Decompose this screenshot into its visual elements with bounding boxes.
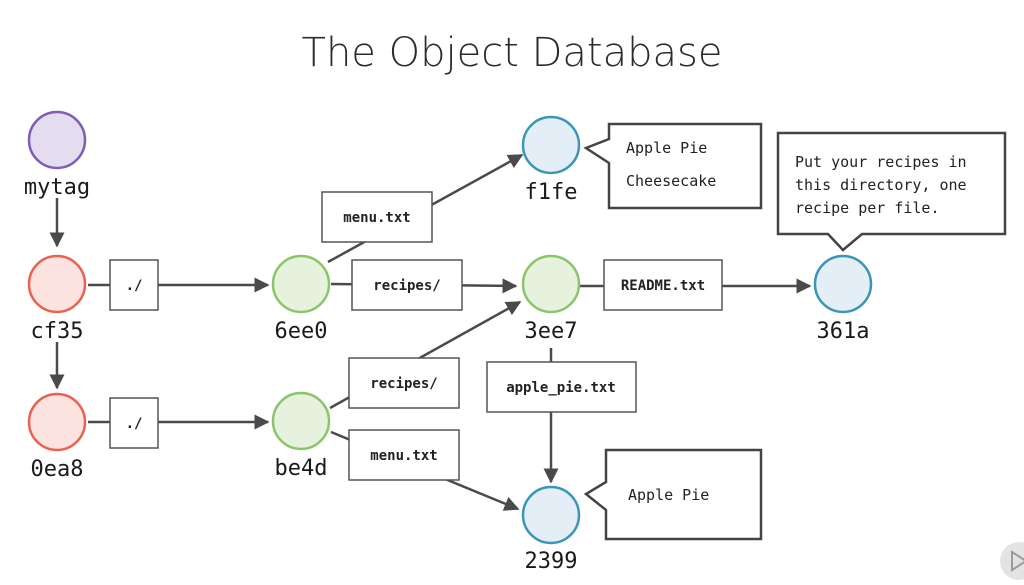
svg-text:menu.txt: menu.txt [370,448,437,464]
svg-text:Apple Pie: Apple Pie [628,486,709,504]
node-2399: 2399 [521,485,581,574]
edge-label-3ee7-2399: apple_pie.txt [486,361,637,413]
node-cf35: cf35 [27,254,87,344]
svg-text:Put your recipes in: Put your recipes in [795,153,967,171]
note-f1fe: Apple Pie Cheesecake [583,122,763,210]
edge-label-3ee7-361a: README.txt [603,259,723,311]
node-mytag: mytag [24,110,90,200]
svg-text:mytag: mytag [24,175,90,200]
edge-label-be4d-2399: menu.txt [348,429,460,481]
svg-text:361a: 361a [817,319,870,344]
svg-text:apple_pie.txt: apple_pie.txt [506,380,616,396]
svg-text:menu.txt: menu.txt [343,210,410,226]
svg-text:f1fe: f1fe [525,180,578,205]
svg-text:recipe per file.: recipe per file. [795,199,940,217]
svg-text:recipes/: recipes/ [373,278,440,294]
diagram-title: The Object Database [301,30,723,76]
svg-text:be4d: be4d [275,456,328,481]
node-0ea8: 0ea8 [27,392,87,482]
note-2399: Apple Pie [583,448,763,541]
svg-text:README.txt: README.txt [621,278,705,294]
svg-text:this directory, one: this directory, one [795,176,967,194]
svg-text:./: ./ [126,416,143,432]
svg-text:0ea8: 0ea8 [31,457,84,482]
edge-label-6ee0-3ee7: recipes/ [351,259,463,311]
node-be4d: be4d [271,391,331,481]
edge-label-0ea8-be4d: ./ [109,397,159,449]
svg-text:2399: 2399 [525,549,578,574]
svg-text:Cheesecake: Cheesecake [626,172,716,190]
edge-label-be4d-3ee7: recipes/ [348,357,460,409]
node-3ee7: 3ee7 [521,254,581,344]
node-361a: 361a [813,254,873,344]
svg-text:6ee0: 6ee0 [275,319,328,344]
svg-text:Apple Pie: Apple Pie [626,139,707,157]
svg-text:recipes/: recipes/ [370,376,437,392]
svg-text:3ee7: 3ee7 [525,319,578,344]
edge-label-6ee0-f1fe: menu.txt [321,191,433,243]
svg-text:cf35: cf35 [31,319,84,344]
node-f1fe: f1fe [521,115,581,205]
note-361a: Put your recipes in this directory, one … [776,131,1007,252]
play-badge-icon [1000,542,1024,580]
node-6ee0: 6ee0 [271,254,331,344]
svg-text:./: ./ [126,278,143,294]
edge-label-cf35-6ee0: ./ [109,259,159,311]
